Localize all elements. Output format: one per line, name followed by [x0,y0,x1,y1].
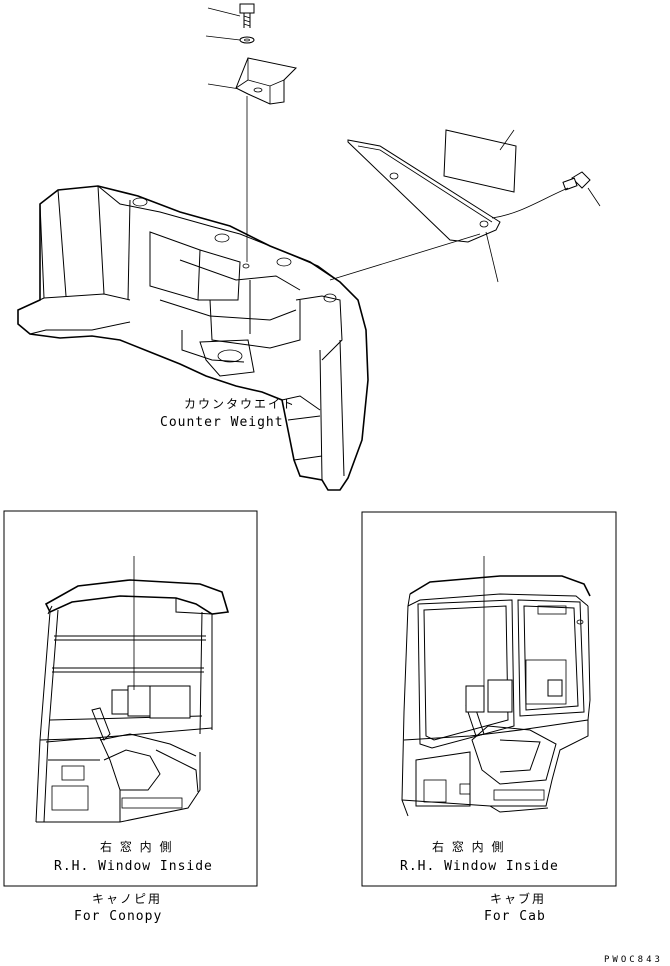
screw [491,171,601,219]
canopy-caption-jp: キャノピ用 [92,892,162,906]
counterweight-label-en: Counter Weight [160,415,284,430]
counterweight-drawing [17,185,369,491]
mount-line [329,233,481,281]
canopy-drawing [35,556,230,823]
cab-drawing [401,556,591,817]
canopy-caption-en: For Conopy [74,909,162,924]
cab-caption-en: For Cab [484,909,546,924]
cab-caption-jp: キャブ用 [490,891,546,906]
drawing-code: PWOC843 [604,955,663,965]
counterweight-label-jp: カウンタウエイト [184,397,296,411]
canopy-window-label-jp: 右 窓 内 側 [100,839,173,854]
canopy-window-label-en: R.H. Window Inside [54,859,213,874]
warning-decal [443,129,517,193]
cab-window-label-en: R.H. Window Inside [400,859,559,874]
canopy-panel-frame [3,510,258,887]
cover-plate [347,139,501,283]
cab-window-label-jp: 右 窓 内 側 [432,839,505,854]
cab-panel-frame [361,511,617,887]
